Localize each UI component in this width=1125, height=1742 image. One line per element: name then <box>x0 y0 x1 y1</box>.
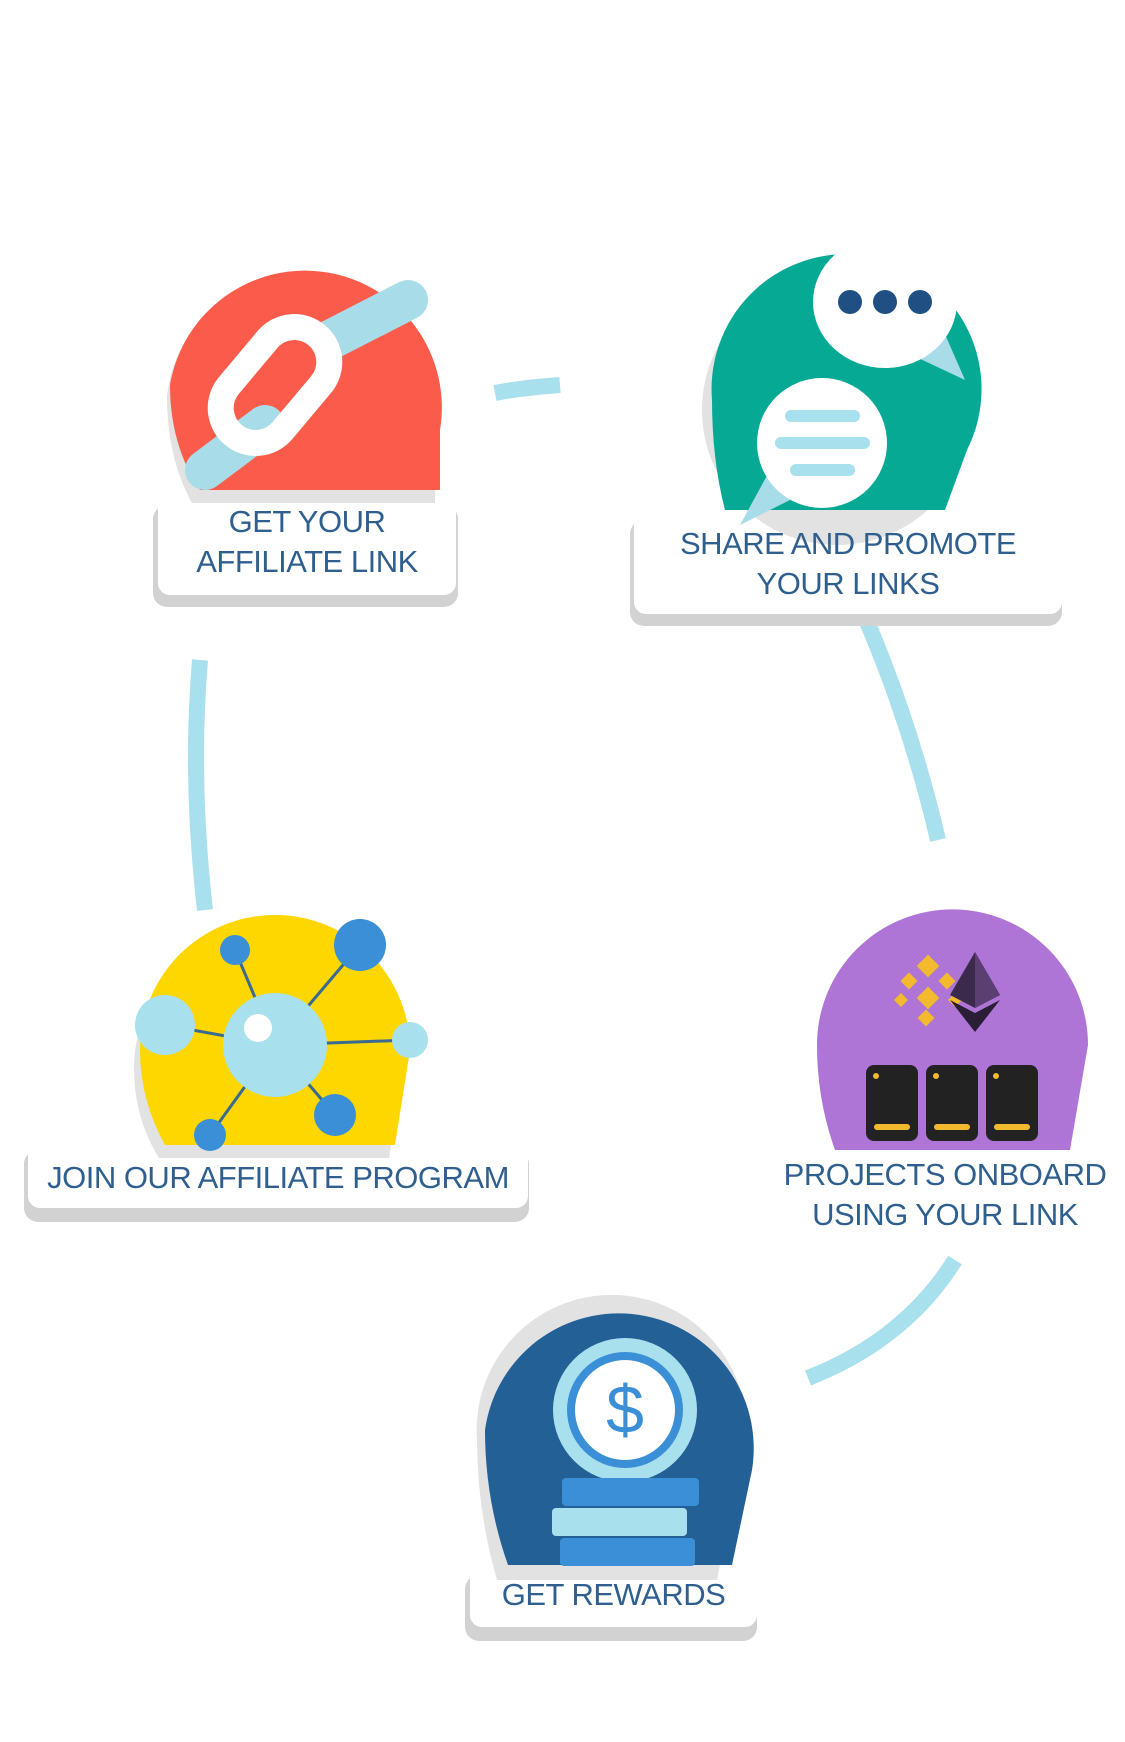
label-plates <box>24 495 1062 1641</box>
label-line: SHARE AND PROMOTE <box>680 526 1017 561</box>
label-line: PROJECTS ONBOARD <box>783 1157 1107 1192</box>
label-line: YOUR LINKS <box>756 566 940 601</box>
connector-join-to-link <box>188 659 213 911</box>
step-share-label: SHARE AND PROMOTE YOUR LINKS <box>634 524 1062 604</box>
label-line: GET YOUR <box>228 504 386 539</box>
ethereum-icon <box>950 952 1000 1032</box>
binance-icon <box>893 954 963 1027</box>
network-nodes-icon <box>135 919 428 1151</box>
step-onboard-label: PROJECTS ONBOARD USING YOUR LINK <box>775 1155 1115 1235</box>
step-rewards-label: GET REWARDS <box>470 1575 757 1615</box>
step-join-label: JOIN OUR AFFILIATE PROGRAM <box>28 1158 528 1198</box>
dollar-sign: $ <box>606 1372 644 1448</box>
chain-link-icon <box>185 280 428 490</box>
label-line: USING YOUR LINK <box>812 1197 1078 1232</box>
crypto-wallet-icon <box>866 952 1038 1141</box>
step-get-link-illustration <box>167 270 442 503</box>
step-rewards-illustration: $ <box>476 1294 754 1580</box>
step-get-link-label: GET YOUR AFFILIATE LINK <box>158 502 456 582</box>
connector-share-to-onboard <box>854 606 946 842</box>
step-share-illustration <box>702 236 982 545</box>
connector-link-to-share <box>493 377 561 401</box>
connectors <box>188 377 962 1386</box>
connector-onboard-to-rewards <box>805 1255 962 1386</box>
speech-bubbles-icon <box>740 236 965 525</box>
label-line: AFFILIATE LINK <box>196 544 418 579</box>
dollar-coin-icon: $ <box>552 1338 699 1566</box>
step-join-illustration <box>133 914 428 1158</box>
step-onboard-illustration <box>817 909 1088 1150</box>
label-line: GET REWARDS <box>501 1577 726 1612</box>
label-line: JOIN OUR AFFILIATE PROGRAM <box>47 1160 509 1195</box>
wallet-screens <box>866 1065 1038 1141</box>
